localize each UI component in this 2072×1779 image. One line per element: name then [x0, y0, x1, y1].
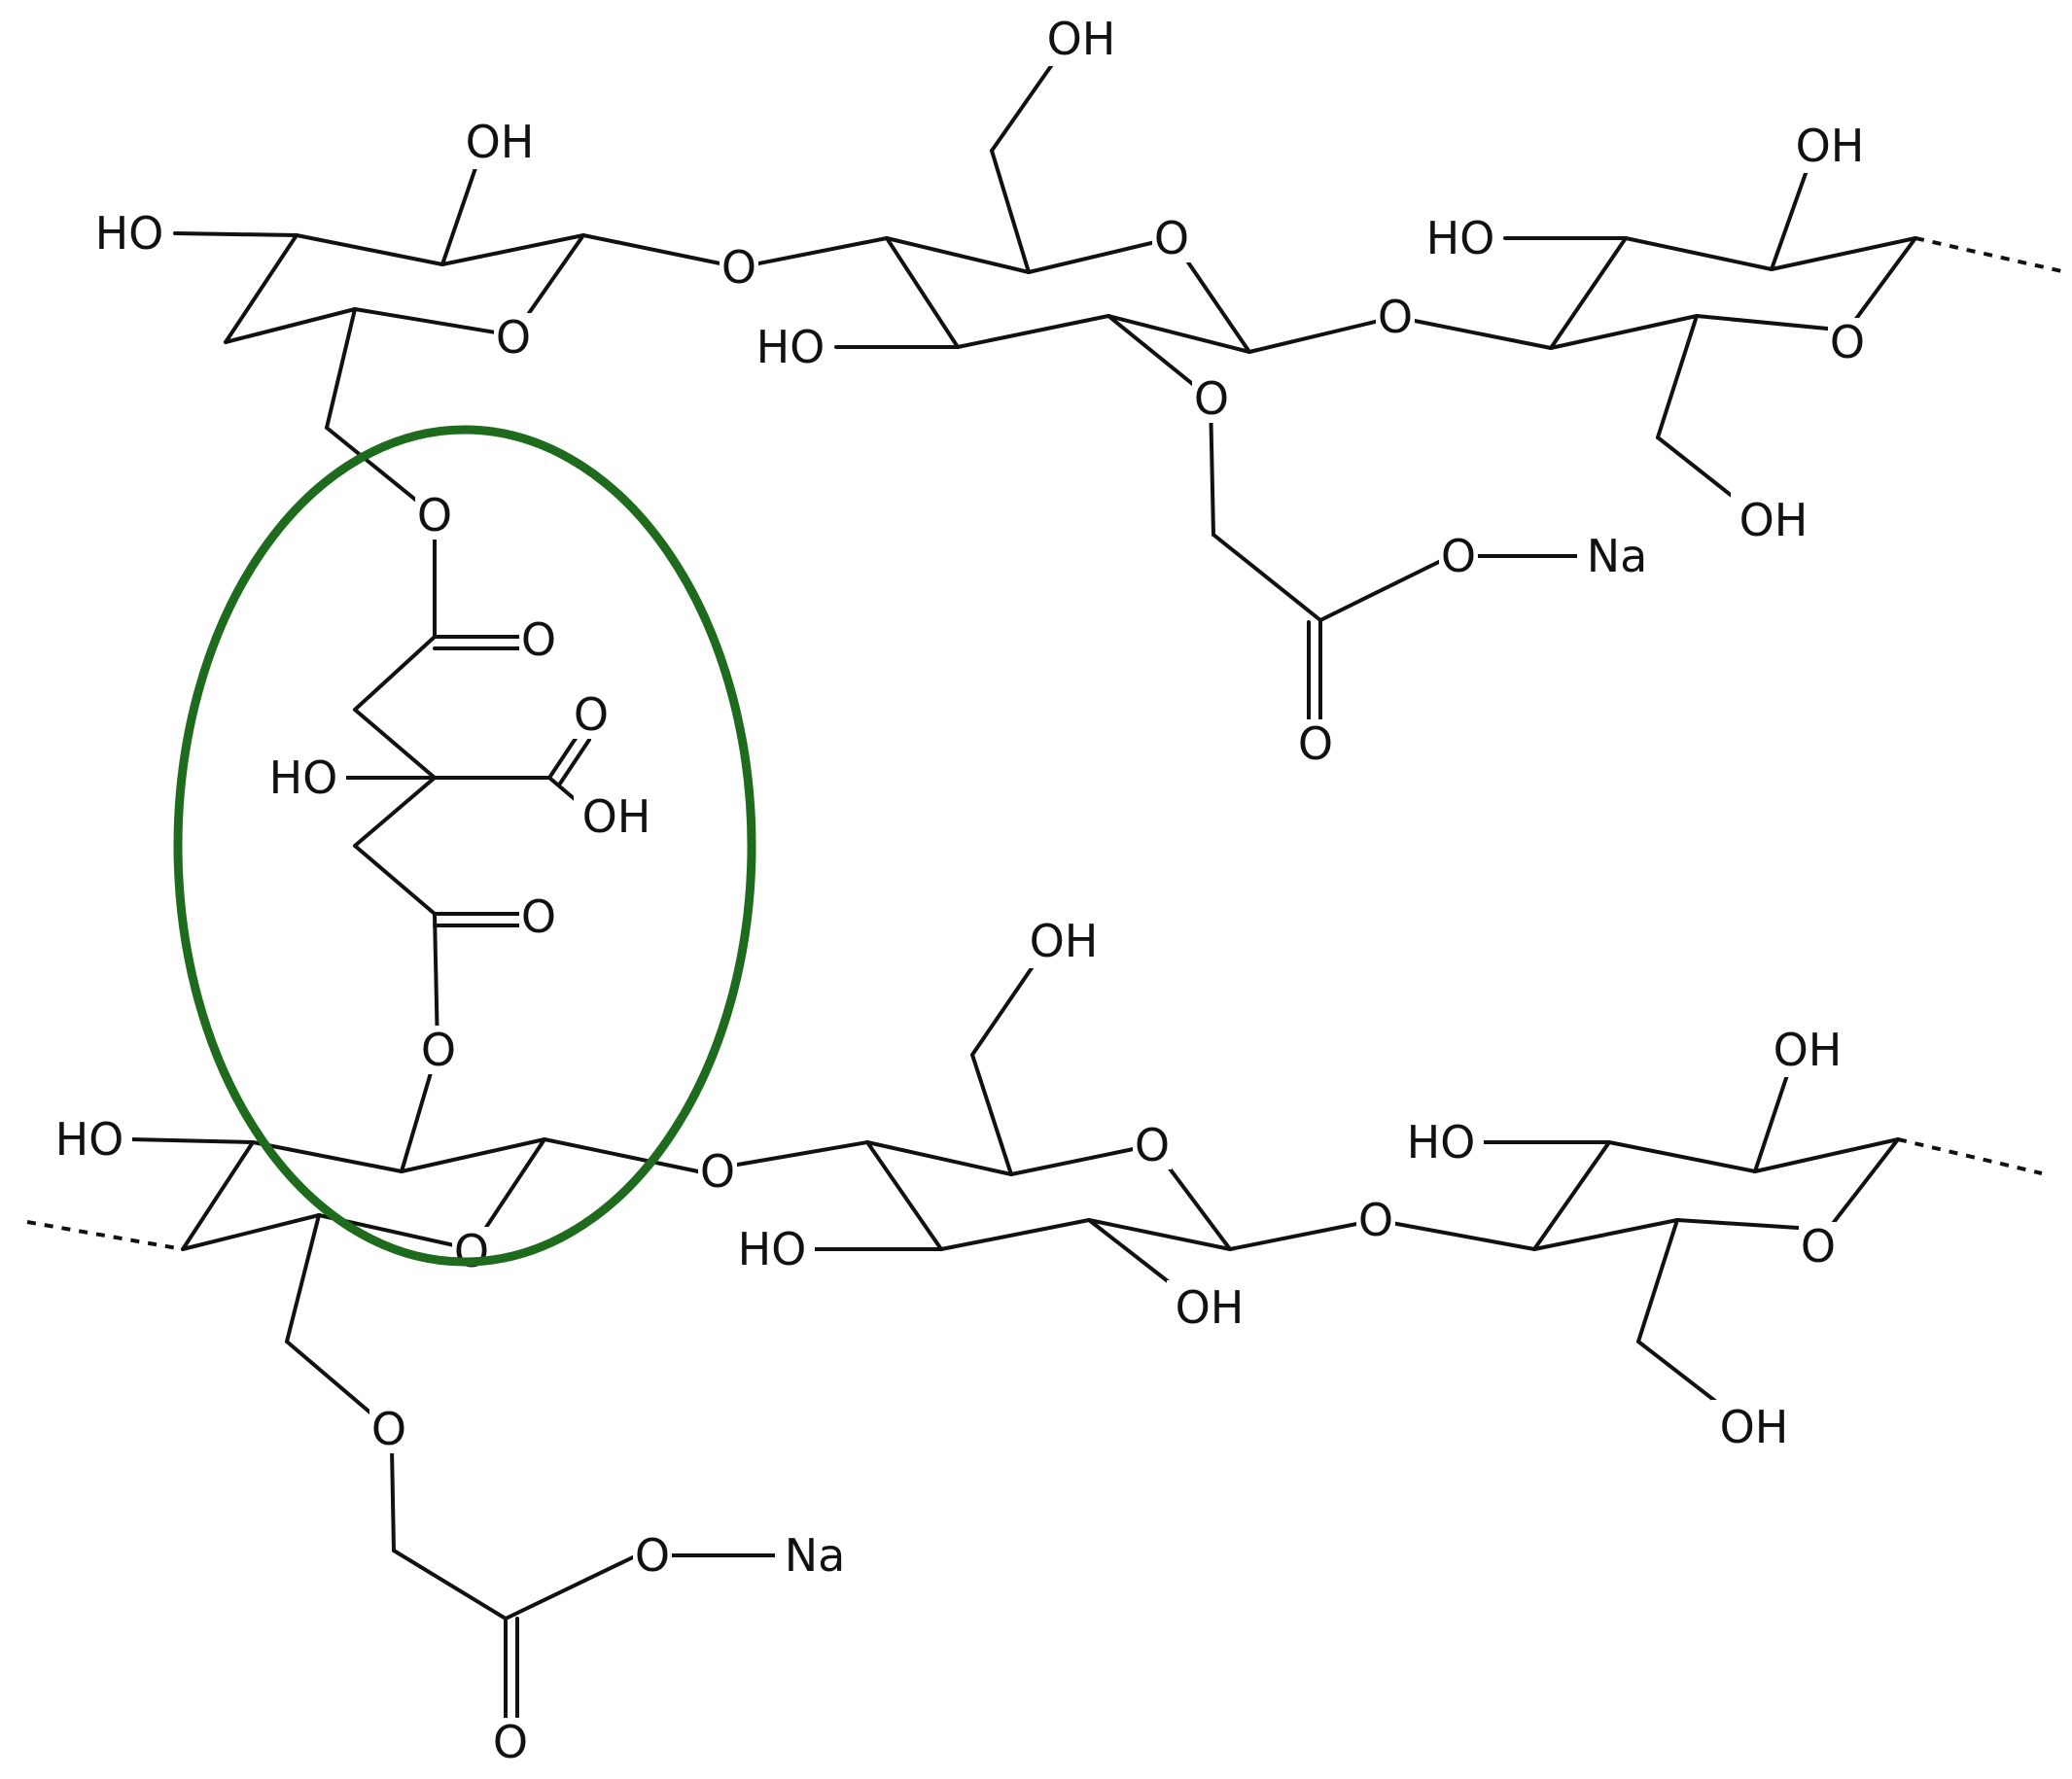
svg-text:O: O	[1194, 372, 1229, 425]
atom-label: Na	[775, 1528, 855, 1583]
atom-label: HO	[749, 321, 834, 375]
atom-label: OH	[1038, 12, 1124, 66]
svg-text:O: O	[635, 1529, 670, 1582]
atom-label: O	[419, 1024, 458, 1076]
svg-text:O: O	[1830, 316, 1865, 368]
atom-label: OH	[574, 789, 659, 844]
atom-label: O	[1356, 1194, 1395, 1246]
atom-label: HO	[88, 206, 173, 261]
svg-text:OH: OH	[1047, 13, 1116, 65]
svg-text:HO: HO	[1426, 212, 1495, 264]
atom-label: O	[494, 311, 533, 364]
atom-label: OH	[1787, 119, 1873, 173]
atom-label: O	[1439, 530, 1478, 582]
svg-text:O: O	[1801, 1220, 1836, 1273]
atom-label: O	[1133, 1119, 1172, 1171]
svg-text:O: O	[1441, 530, 1476, 582]
svg-text:O: O	[700, 1145, 735, 1198]
svg-text:OH: OH	[1796, 120, 1865, 172]
atom-label: OH	[1765, 1023, 1850, 1077]
atom-label: O	[572, 688, 611, 741]
atom-label: O	[1152, 212, 1191, 264]
svg-text:HO: HO	[1407, 1116, 1476, 1169]
svg-text:HO: HO	[756, 321, 825, 373]
svg-text:OH: OH	[582, 790, 651, 843]
atom-label: O	[1376, 291, 1415, 343]
atom-label: OH	[1731, 493, 1816, 547]
bond-lines	[26, 52, 2067, 1723]
svg-text:OH: OH	[1739, 494, 1809, 546]
atom-label: OH	[1021, 914, 1106, 968]
svg-text:OH: OH	[1720, 1401, 1789, 1453]
svg-text:OH: OH	[1030, 915, 1099, 967]
top-ring-2-bonds	[737, 52, 1453, 721]
atom-label: O	[415, 489, 454, 541]
atom-label: O	[369, 1403, 408, 1455]
svg-text:O: O	[496, 311, 531, 364]
svg-text:OH: OH	[1773, 1024, 1843, 1076]
atom-label: HO	[47, 1113, 132, 1168]
atom-label: O	[452, 1225, 491, 1277]
svg-text:HO: HO	[55, 1113, 124, 1166]
atom-label: O	[519, 613, 558, 666]
svg-text:OH: OH	[466, 116, 535, 168]
svg-text:O: O	[721, 241, 756, 294]
atom-label: O	[720, 241, 758, 294]
atom-label: O	[633, 1529, 672, 1582]
svg-text:O: O	[421, 1024, 456, 1076]
atom-label: HO	[729, 1222, 815, 1276]
top-ring-1-bonds	[173, 163, 741, 517]
svg-text:HO: HO	[95, 207, 164, 260]
svg-text:O: O	[1298, 717, 1333, 770]
svg-text:O: O	[493, 1716, 528, 1768]
svg-text:O: O	[521, 890, 556, 943]
svg-text:OH: OH	[1176, 1281, 1245, 1334]
svg-text:O: O	[417, 489, 452, 541]
atom-label: O	[491, 1716, 530, 1768]
svg-text:O: O	[574, 688, 609, 741]
crosslink-highlight-ellipse	[173, 425, 756, 1267]
citric-acid-crosslink-bonds	[343, 513, 591, 1173]
svg-text:O: O	[1358, 1194, 1393, 1246]
atom-labels: HO OH O O OH O HO O O O Na O HO OH O OH …	[47, 12, 1873, 1768]
svg-text:O: O	[521, 613, 556, 666]
svg-text:O: O	[1378, 291, 1413, 343]
atom-label: O	[519, 890, 558, 943]
atom-label: O	[698, 1145, 737, 1198]
atom-label: O	[1828, 316, 1867, 368]
svg-text:Na: Na	[785, 1529, 846, 1582]
svg-text:O: O	[1154, 212, 1189, 264]
atom-label: OH	[1167, 1280, 1252, 1335]
bottom-ring-3-bonds	[1374, 1067, 2043, 1416]
atom-label: O	[1799, 1220, 1838, 1273]
svg-text:O: O	[371, 1403, 406, 1455]
atom-label: OH	[457, 115, 543, 169]
atom-label: HO	[1398, 1115, 1484, 1169]
atom-label: HO	[1418, 211, 1503, 265]
svg-text:Na: Na	[1587, 530, 1648, 582]
svg-text:HO: HO	[269, 751, 338, 804]
atom-label: O	[1192, 372, 1231, 425]
atom-label: OH	[1711, 1400, 1797, 1454]
atom-label: O	[1296, 717, 1335, 770]
atom-label: HO	[261, 750, 346, 805]
svg-text:O: O	[454, 1225, 489, 1277]
svg-text:O: O	[1135, 1119, 1170, 1171]
svg-text:HO: HO	[738, 1223, 807, 1275]
atom-label: Na	[1577, 529, 1657, 583]
